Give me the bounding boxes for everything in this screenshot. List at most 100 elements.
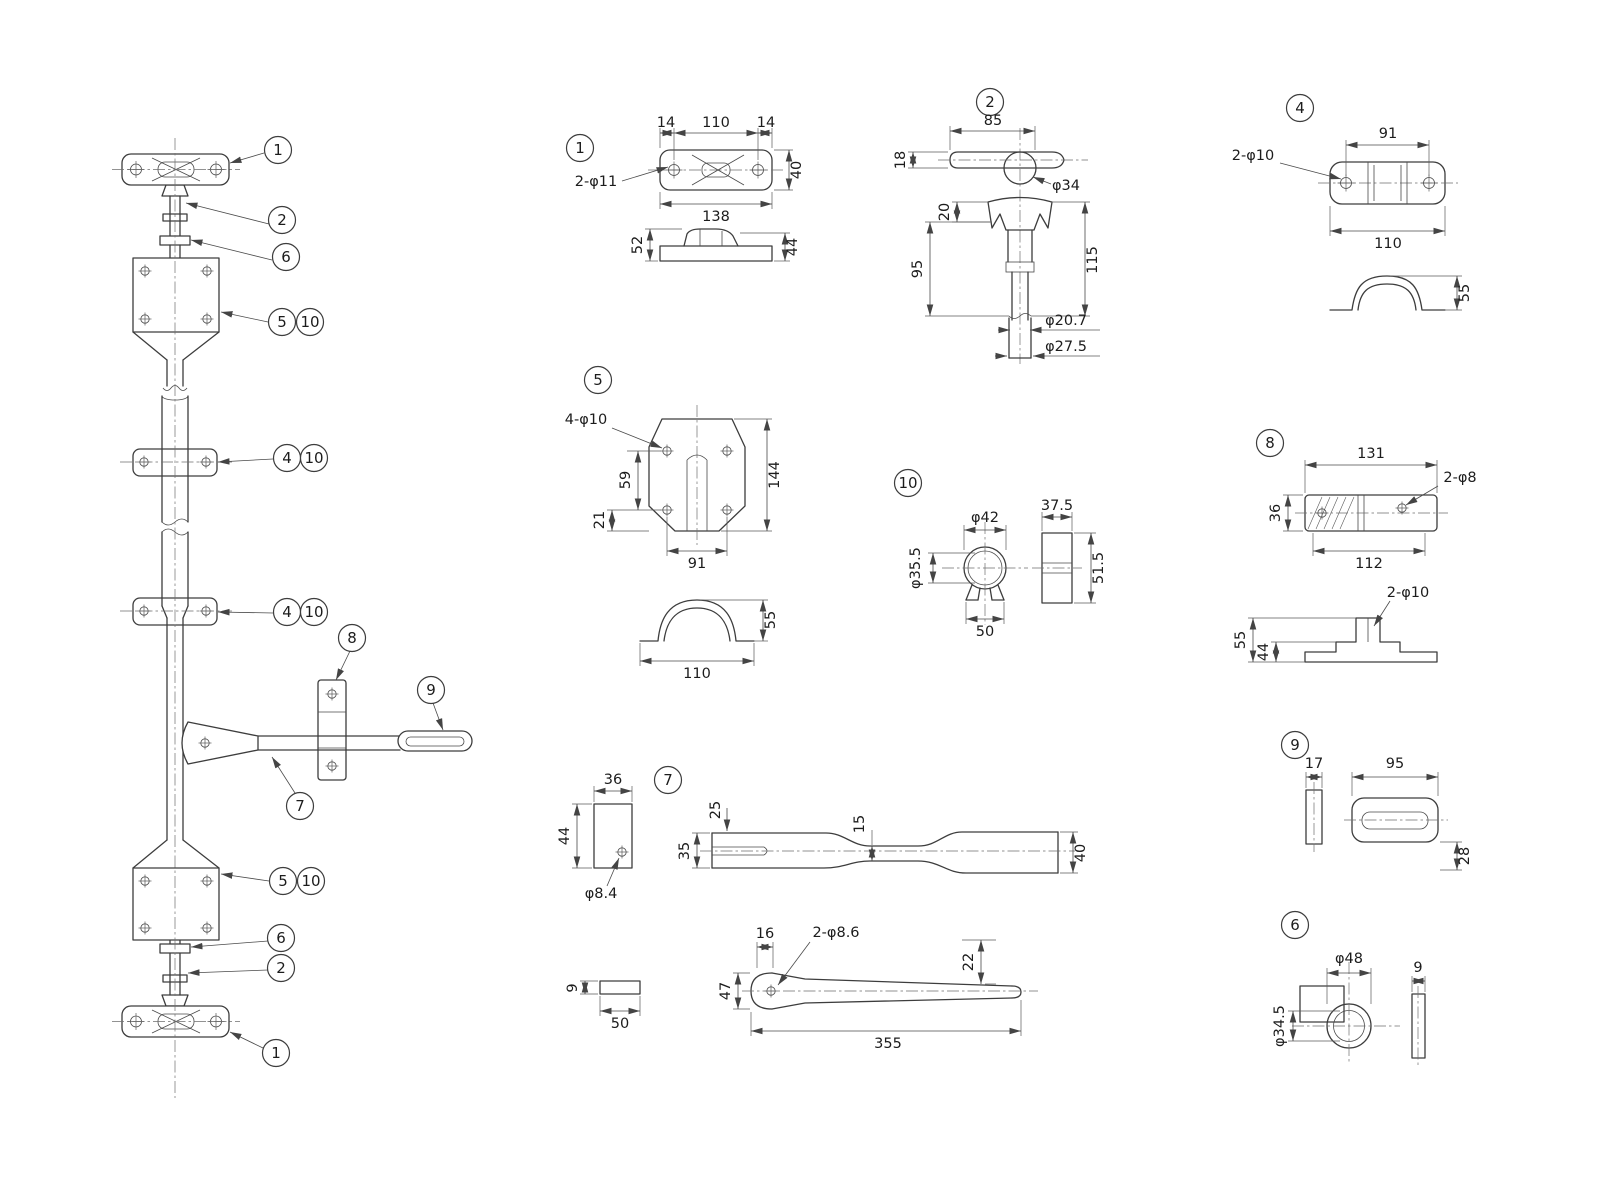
dim-label: 52 [630, 236, 646, 254]
part-balloon [893, 468, 923, 498]
part-balloon [975, 87, 1005, 117]
part-2-detail: 2 85 18 φ34 20 115 95 φ20.7 φ27.5 [893, 87, 1101, 364]
dim-label: φ27.5 [1045, 339, 1087, 355]
dim-label: 110 [683, 666, 711, 682]
dim-label: 15 [852, 815, 868, 833]
hole-callout: 2-φ10 [1387, 585, 1429, 601]
callout-label: 10 [304, 449, 323, 467]
dim-label: 9 [1413, 960, 1422, 976]
part-balloon [565, 133, 595, 163]
dim-label: 14 [657, 115, 675, 131]
dim-label: 51.5 [1091, 552, 1107, 584]
dim-label: 44 [1256, 643, 1272, 661]
part-number: 2 [985, 93, 995, 111]
callout-label: 6 [281, 248, 291, 266]
callout-label: 2 [277, 211, 287, 229]
part-balloon [1280, 910, 1310, 940]
assembly-callouts: 1 2 6 5 10 4 10 4 10 8 9 7 5 10 6 2 1 [185, 135, 446, 1068]
dim-label: 55 [1233, 631, 1249, 649]
part-10-detail: 10 φ42 φ35.5 50 37.5 51.5 [893, 468, 1107, 640]
dim-label: 138 [702, 209, 730, 225]
dim-label: 28 [1457, 847, 1473, 865]
part-number: 7 [663, 771, 673, 789]
part-balloon [653, 765, 683, 795]
dim-label: φ42 [971, 510, 999, 526]
callout-label: 4 [282, 449, 292, 467]
part-7-detail: 7 36 44 φ8.4 25 35 15 40 9 [557, 765, 1089, 1052]
hole-callout: 2-φ10 [1232, 148, 1274, 164]
callout-label: 10 [304, 603, 323, 621]
dim-label: 16 [756, 926, 774, 942]
callout-label: 1 [271, 1044, 281, 1062]
dim-label: 85 [984, 113, 1002, 129]
dim-label: 95 [910, 260, 926, 278]
callout-label: 5 [277, 313, 287, 331]
callout-label: 10 [300, 313, 319, 331]
callout-label: 10 [301, 872, 320, 890]
part-number: 10 [898, 474, 917, 492]
dim-label: 95 [1386, 756, 1404, 772]
dim-label: φ35.5 [908, 547, 924, 589]
dim-label: 55 [1457, 284, 1473, 302]
dim-label: 115 [1085, 246, 1101, 274]
dim-label: 50 [976, 624, 994, 640]
part-number: 5 [593, 371, 603, 389]
callout-label: 2 [276, 959, 286, 977]
dim-label: 20 [937, 203, 953, 221]
dim-label: 40 [789, 161, 805, 179]
hole-callout: 2-φ11 [575, 174, 617, 190]
dim-label: 18 [893, 151, 909, 169]
dim-label: 36 [604, 772, 622, 788]
dim-label: 37.5 [1041, 498, 1073, 514]
dim-label: 9 [565, 983, 581, 992]
hole-callout: 4-φ10 [565, 412, 607, 428]
dim-label: 35 [677, 842, 693, 860]
dim-label: 44 [557, 827, 573, 845]
dim-label: 25 [708, 801, 724, 819]
part-balloon [1280, 730, 1310, 760]
callout-label: 4 [282, 603, 292, 621]
dim-label: 17 [1305, 756, 1323, 772]
dim-label: 110 [702, 115, 730, 131]
dim-label: 131 [1357, 446, 1385, 462]
callout-circle [263, 135, 293, 165]
part-balloon [1285, 93, 1315, 123]
dim-label: 91 [688, 556, 706, 572]
part-4-detail: 4 91 2-φ10 110 55 [1232, 93, 1473, 311]
callout-label: 9 [426, 681, 436, 699]
dim-label: 91 [1379, 126, 1397, 142]
hole-callout: φ8.4 [585, 886, 618, 902]
dim-label: 40 [1073, 844, 1089, 862]
dim-label: 110 [1374, 236, 1402, 252]
dim-label: 55 [763, 611, 779, 629]
callout-label: 5 [278, 872, 288, 890]
part-5-detail: 5 4-φ10 144 59 21 91 55 110 [565, 365, 783, 682]
part-number: 6 [1290, 916, 1300, 934]
part-1-detail: 1 14 110 14 40 138 2-φ11 52 44 [565, 115, 805, 262]
dim-label: φ20.7 [1045, 313, 1087, 329]
part-6-detail: 6 φ48 φ34.5 9 [1272, 910, 1426, 1066]
part-9-detail: 9 17 95 28 [1280, 730, 1473, 871]
part-number: 9 [1290, 736, 1300, 754]
dim-label: φ34 [1052, 178, 1080, 194]
dim-label: 50 [611, 1016, 629, 1032]
dim-label: φ34.5 [1272, 1005, 1288, 1047]
hole-callout: 2-φ8 [1443, 470, 1476, 486]
callout-label: 6 [276, 929, 286, 947]
part-balloon [583, 365, 613, 395]
dim-label: φ48 [1335, 951, 1363, 967]
dim-label: 59 [618, 471, 634, 489]
dim-label: 44 [785, 238, 801, 256]
part-number: 4 [1295, 99, 1305, 117]
callout-label: 1 [273, 141, 283, 159]
dim-label: 144 [767, 461, 783, 489]
callout-label: 7 [295, 797, 305, 815]
dim-label: 21 [592, 511, 608, 529]
dim-label: 47 [718, 982, 734, 1000]
part-number: 8 [1265, 434, 1275, 452]
dim-label: 355 [874, 1036, 902, 1052]
part-balloon [1255, 428, 1285, 458]
assembly-view [112, 138, 473, 1098]
